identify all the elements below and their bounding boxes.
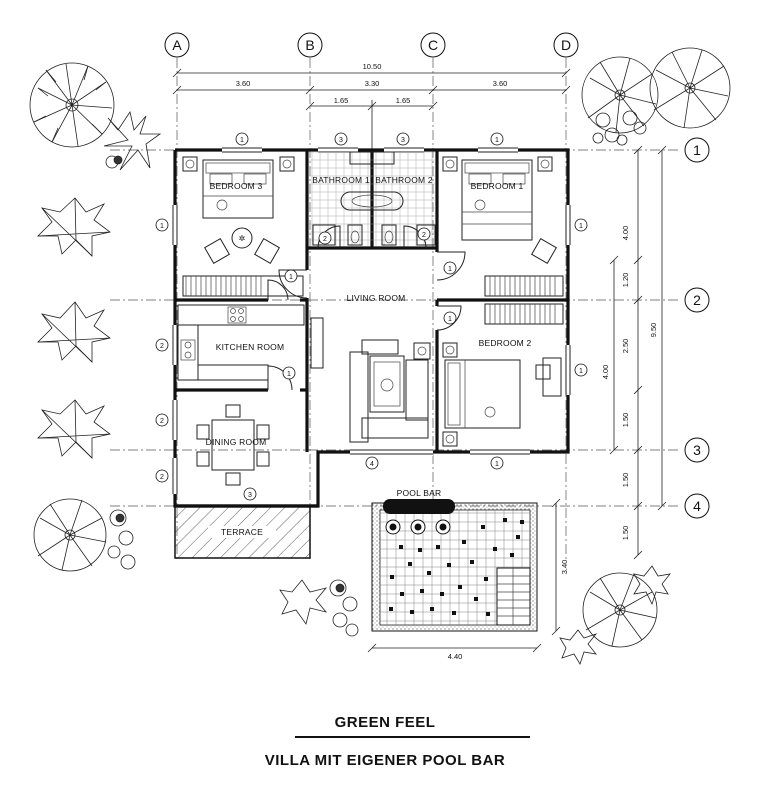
furniture-bedroom-1: [442, 156, 564, 297]
svg-text:2: 2: [422, 232, 426, 239]
room-label-living: LIVING ROOM: [347, 293, 406, 303]
window-tags: 1 3 3 1 1 2 2 2 1 1 1 1 1 1 2 2 4 1 3: [155, 132, 588, 501]
dim-bath-left: 1.65: [334, 96, 349, 105]
room-label-pool-bar: POOL BAR: [397, 488, 442, 498]
pool-bar: POOL BAR 4.40 3.40: [367, 488, 569, 661]
dim-right-b3: 1.50: [621, 473, 630, 488]
room-labels: BEDROOM 3 BATHROOM 1 BATHROOM 2 BEDROOM …: [206, 175, 532, 447]
room-label-dining: DINING ROOM: [206, 437, 267, 447]
tree-bottom-right: [582, 572, 658, 648]
dim-right-mid: 1.20: [621, 273, 630, 288]
dim-overall-width: 10.50: [363, 62, 382, 71]
svg-text:B: B: [305, 37, 314, 53]
room-label-kitchen: KITCHEN ROOM: [216, 342, 285, 352]
room-label-bedroom-2: BEDROOM 2: [479, 338, 532, 348]
tree-top-left: [29, 62, 115, 148]
svg-text:1: 1: [289, 274, 293, 281]
plant-bottom-right: [559, 565, 671, 665]
drawing-title: GREEN FEEL: [334, 714, 436, 731]
svg-text:4: 4: [370, 461, 374, 468]
svg-text:✲: ✲: [239, 234, 246, 243]
svg-text:3: 3: [693, 442, 701, 458]
axis-column-d: D: [553, 32, 579, 58]
svg-text:1: 1: [448, 266, 452, 273]
shrubs-bottom-left: [107, 509, 136, 570]
room-label-bedroom-1: BEDROOM 1: [471, 181, 524, 191]
furniture-bedroom-2: [442, 303, 564, 447]
room-label-bathroom-2: BATHROOM 2: [375, 175, 433, 185]
svg-text:1: 1: [495, 137, 499, 144]
axis-row-2: 2: [684, 287, 710, 313]
furniture-living: [310, 317, 431, 443]
axis-row-1: 1: [684, 137, 710, 163]
dim-right-b2: 1.50: [621, 413, 630, 428]
svg-text:3: 3: [248, 492, 252, 499]
plant-left-2: [37, 301, 111, 363]
room-label-bedroom-3: BEDROOM 3: [210, 181, 263, 191]
dim-bath-right: 1.65: [396, 96, 411, 105]
plant-top-left: [103, 110, 162, 171]
dim-bay-bc: 3.30: [365, 79, 380, 88]
shrubs-top-right: [592, 110, 647, 146]
axis-column-b: B: [297, 32, 323, 58]
svg-text:2: 2: [323, 236, 327, 243]
dim-pool-height: 3.40: [560, 560, 569, 575]
axis-row-3: 3: [684, 437, 710, 463]
bathroom-tiles: [309, 152, 435, 246]
grid-lines: [110, 58, 680, 560]
axis-column-c: C: [420, 32, 446, 58]
dim-pool-width: 4.40: [448, 652, 463, 661]
svg-text:2: 2: [160, 343, 164, 350]
dim-right-b4: 1.50: [621, 526, 630, 541]
tree-top-right-1: [581, 56, 659, 134]
svg-text:1: 1: [495, 461, 499, 468]
svg-text:4: 4: [693, 498, 701, 514]
tree-bottom-left: [33, 498, 107, 572]
furniture-dining: [196, 404, 270, 486]
dim-bay-ab: 3.60: [236, 79, 251, 88]
drawing-subtitle: VILLA MIT EIGENER POOL BAR: [264, 752, 506, 769]
svg-text:1: 1: [287, 371, 291, 378]
tree-top-right-2: [649, 47, 731, 129]
svg-text:2: 2: [160, 418, 164, 425]
title-divider: [295, 736, 530, 738]
dimension-right: 4.00 1.20 2.50 1.50 1.50 1.50 9.50 4.00: [601, 145, 667, 560]
svg-text:2: 2: [160, 474, 164, 481]
svg-text:D: D: [561, 37, 571, 53]
dim-inner-height: 4.00: [601, 365, 610, 380]
furniture-bathrooms: [312, 151, 436, 246]
svg-text:C: C: [428, 37, 438, 53]
svg-text:1: 1: [240, 137, 244, 144]
svg-text:3: 3: [339, 137, 343, 144]
room-label-terrace: TERRACE: [221, 527, 263, 537]
plant-left-1: [37, 197, 111, 257]
svg-text:1: 1: [579, 223, 583, 230]
svg-text:1: 1: [448, 316, 452, 323]
dimension-top: 10.50 3.60 3.30 3.60 1.65 1.65: [172, 62, 571, 150]
svg-text:3: 3: [401, 137, 405, 144]
dim-right-b1: 2.50: [621, 339, 630, 354]
dim-overall-height: 9.50: [649, 323, 658, 338]
svg-text:1: 1: [160, 223, 164, 230]
plant-bottom-center: [279, 579, 359, 637]
svg-text:2: 2: [693, 292, 701, 308]
dim-bay-cd: 3.60: [493, 79, 508, 88]
axis-column-a: A: [164, 32, 190, 58]
plant-left-3: [37, 399, 111, 459]
terrace: TERRACE: [174, 505, 311, 559]
svg-text:1: 1: [579, 368, 583, 375]
room-label-bathroom-1: BATHROOM 1: [312, 175, 370, 185]
furniture-bedroom-3: ✲: [182, 156, 304, 297]
svg-text:1: 1: [693, 142, 701, 158]
dim-right-top: 4.00: [621, 226, 630, 241]
furniture-kitchen: [177, 304, 305, 381]
svg-text:A: A: [172, 37, 182, 53]
axis-row-4: 4: [684, 493, 710, 519]
